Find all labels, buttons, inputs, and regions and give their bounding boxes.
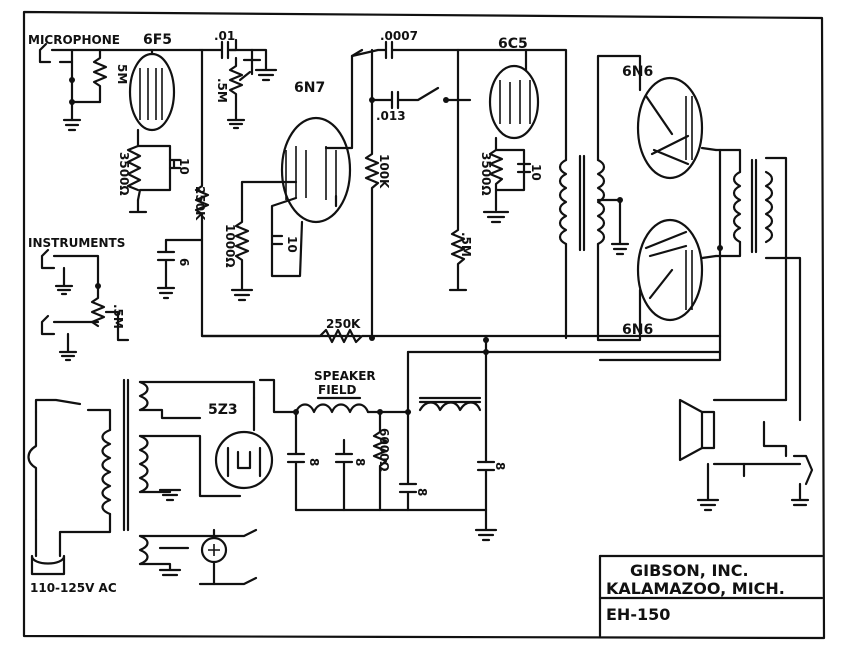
label-pot-5m-inst: .5M xyxy=(111,304,125,329)
label-cap-10-3: 10 xyxy=(529,164,543,181)
label-res-250k-mid: 250K xyxy=(193,186,207,221)
label-mains: 110-125V AC xyxy=(30,581,117,595)
title-company: GIBSON, INC. xyxy=(630,561,749,580)
label-microphone: MICROPHONE xyxy=(28,33,120,47)
title-city: KALAMAZOO, MICH. xyxy=(606,579,785,598)
title-model: EH-150 xyxy=(606,605,670,624)
tone-network xyxy=(350,40,502,340)
filter-network xyxy=(286,396,498,542)
label-cap-6: 6 xyxy=(177,258,191,266)
label-cap-8-2: 8 xyxy=(353,458,367,466)
speaker xyxy=(678,398,814,512)
tube-6f5 xyxy=(126,48,202,214)
label-cap-0007: .0007 xyxy=(380,29,418,43)
label-speaker-field-1: SPEAKER xyxy=(314,369,376,383)
label-pot-5m-top: .5M xyxy=(215,78,229,103)
label-res-6000: 6000Ω xyxy=(377,428,391,472)
instruments-input xyxy=(40,248,130,362)
label-res-5m-in: 5M xyxy=(115,64,129,84)
label-tube-6c5: 6C5 xyxy=(498,36,528,52)
label-cap-10-2: 10 xyxy=(285,236,299,253)
label-cap-8-1: 8 xyxy=(307,458,321,466)
tube-6c5 xyxy=(482,48,568,224)
label-tube-6n6-bottom: 6N6 xyxy=(622,322,653,338)
label-tube-6f5: 6F5 xyxy=(143,32,172,48)
label-res-3500-2: 3500Ω xyxy=(479,152,493,196)
tube-6n6-upper xyxy=(636,76,718,180)
tube-6n6-lower xyxy=(636,218,718,322)
label-speaker-field-2: FIELD xyxy=(318,383,357,397)
tube-5z3 xyxy=(214,378,298,490)
label-cap-01: .01 xyxy=(214,29,235,43)
power-transformer xyxy=(27,378,258,586)
label-tube-5z3: 5Z3 xyxy=(208,402,238,418)
output-transformer xyxy=(598,148,802,422)
feedback-and-bplus xyxy=(200,328,722,464)
title-block: GIBSON, INC. KALAMAZOO, MICH. EH-150 xyxy=(598,554,824,638)
interstage-transformer xyxy=(558,54,642,342)
label-cap-013: .013 xyxy=(376,109,406,123)
microphone-input-jack xyxy=(38,42,102,132)
label-cap-10-1: 10 xyxy=(177,158,191,175)
label-cap-8-3: 8 xyxy=(415,488,429,496)
label-instruments: INSTRUMENTS xyxy=(28,236,125,250)
label-res-250k-fb: 250K xyxy=(326,317,361,331)
label-res-3500-1: 3500Ω xyxy=(117,152,131,196)
label-res-100k: 100K xyxy=(377,154,391,189)
sheet-border xyxy=(22,10,826,640)
tube-6n7 xyxy=(240,48,364,278)
label-tube-6n7: 6N7 xyxy=(294,80,325,96)
label-tube-6n6-top: 6N6 xyxy=(622,64,653,80)
input-resistor-5m xyxy=(92,48,152,104)
stage2-bias xyxy=(156,48,362,338)
label-cap-8-4: 8 xyxy=(493,462,507,470)
label-res-1000: 1000Ω xyxy=(223,224,237,268)
label-res-5m-grid: .5M xyxy=(459,232,473,257)
coupling-cap-01 xyxy=(198,38,278,130)
